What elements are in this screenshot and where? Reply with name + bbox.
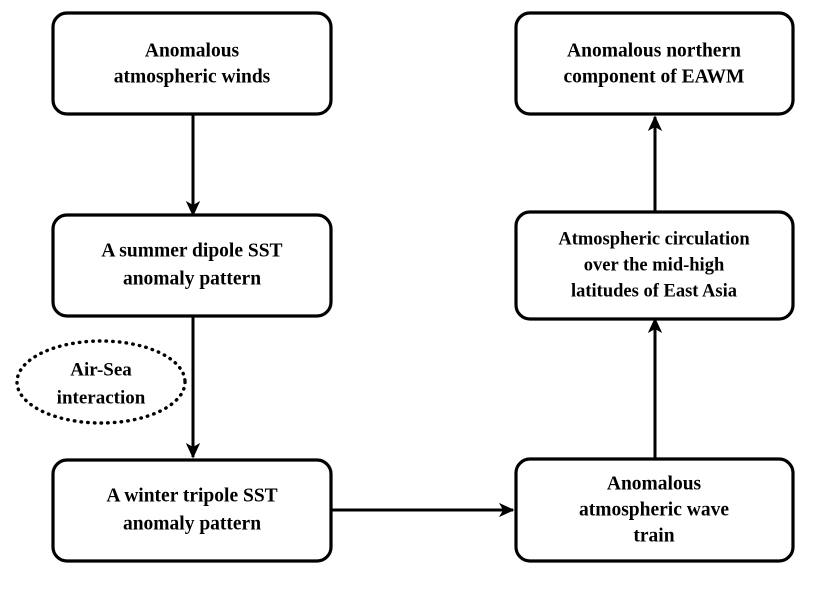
node-box-shape bbox=[514, 11, 795, 116]
node-anomalous-atmospheric-winds: Anomalous atmospheric winds bbox=[51, 11, 333, 116]
node-label-line-1: Anomalous northern bbox=[567, 40, 741, 61]
node-label-line-1: Anomalous bbox=[607, 473, 702, 494]
node-box-shape bbox=[514, 210, 795, 321]
node-anomalous-northern-eawm: Anomalous northern component of EAWM bbox=[514, 11, 795, 116]
node-box-shape bbox=[51, 213, 333, 318]
node-ellipse-shape bbox=[15, 339, 187, 425]
node-label-line-2: atmospheric winds bbox=[114, 66, 271, 87]
node-label-line-1: Atmospheric circulation bbox=[558, 229, 750, 249]
node-label-line-1: Anomalous bbox=[145, 40, 240, 61]
node-wave-train: Anomalous atmospheric wave train bbox=[514, 457, 795, 563]
node-label-line-2: over the mid-high bbox=[584, 255, 725, 275]
node-air-sea-interaction: Air-Sea interaction bbox=[15, 339, 187, 425]
node-box-shape bbox=[514, 457, 795, 563]
node-label-line-2: anomaly pattern bbox=[123, 513, 261, 534]
node-label-line-3: train bbox=[633, 525, 674, 546]
node-winter-tripole-sst: A winter tripole SST anomaly pattern bbox=[51, 458, 333, 563]
node-label-line-1: A summer dipole SST bbox=[101, 240, 282, 261]
node-box-shape bbox=[51, 458, 333, 563]
node-summer-dipole-sst: A summer dipole SST anomaly pattern bbox=[51, 213, 333, 318]
node-label-line-2: component of EAWM bbox=[564, 66, 745, 87]
node-atmospheric-circulation: Atmospheric circulation over the mid-hig… bbox=[514, 210, 795, 321]
connectors-layer bbox=[185, 114, 663, 518]
node-label-line-2: interaction bbox=[57, 387, 146, 408]
node-label-line-1: Air-Sea bbox=[70, 359, 132, 380]
node-label-line-2: atmospheric wave bbox=[579, 499, 729, 520]
node-label-line-3: latitudes of East Asia bbox=[571, 281, 737, 301]
node-label-line-2: anomaly pattern bbox=[123, 268, 261, 289]
node-label-line-1: A winter tripole SST bbox=[106, 485, 277, 506]
node-box-shape bbox=[51, 11, 333, 116]
